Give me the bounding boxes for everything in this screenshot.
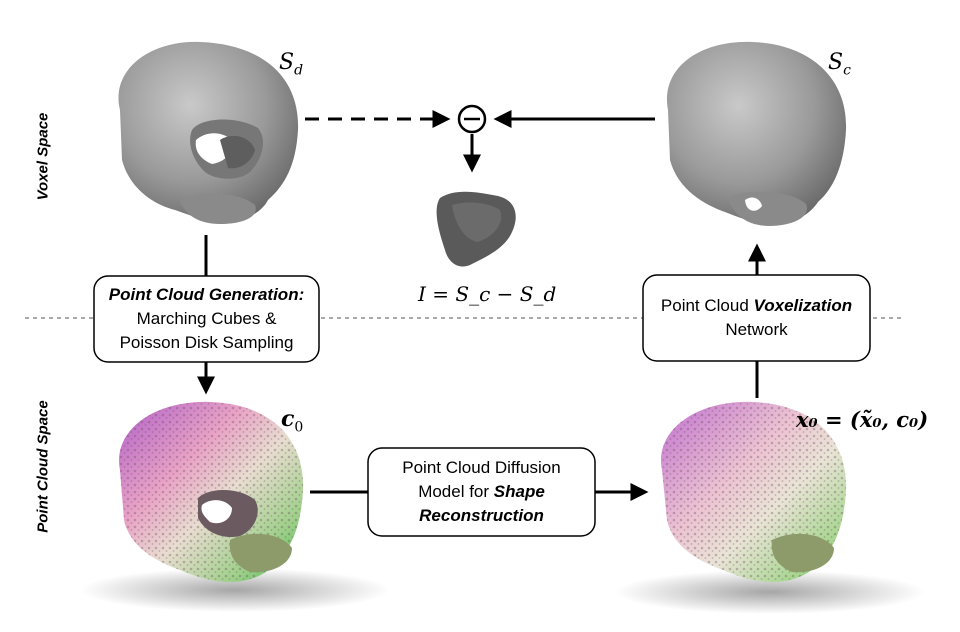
implant-shape <box>436 191 516 267</box>
sc-label: Sc <box>828 50 851 78</box>
diffusion-box-text: Point Cloud Diffusion Model for Shape Re… <box>368 456 595 528</box>
diffusion-prefix: Model for <box>418 482 494 501</box>
sd-sub: d <box>294 62 304 79</box>
diffusion-line1: Point Cloud Diffusion <box>402 458 561 477</box>
defective-skull-voxel <box>118 41 299 224</box>
generation-box <box>93 275 320 363</box>
diffusion-em-reconstruction: Reconstruction <box>419 506 544 525</box>
voxelization-box-text: Point Cloud Voxelization Network <box>643 294 870 342</box>
voxelization-box <box>642 274 871 362</box>
generation-title: Point Cloud Generation: <box>108 285 305 304</box>
sc-sub: c <box>843 62 851 79</box>
c0-label: c0 <box>281 406 303 435</box>
sd-label: Sd <box>279 50 303 78</box>
generation-line1: Marching Cubes & <box>136 309 277 328</box>
implant-equation: I = S_c − S_d <box>418 282 557 306</box>
point-cloud-space-label: Point Cloud Space <box>34 400 52 533</box>
sc-main: S <box>828 50 844 75</box>
sd-main: S <box>279 50 295 75</box>
voxelization-prefix: Point Cloud <box>660 296 754 315</box>
diffusion-box <box>367 447 596 537</box>
c0-sub: 0 <box>294 419 304 436</box>
c0-main: c <box>281 406 295 432</box>
diffusion-em-shape: Shape <box>493 482 545 501</box>
defective-skull-pointcloud <box>80 401 390 612</box>
complete-skull-pointcloud <box>615 401 925 614</box>
x0-equation: x₀ = (x̃₀, c₀) <box>796 407 929 432</box>
generation-line2: Poisson Disk Sampling <box>119 333 294 352</box>
voxel-space-label: Voxel Space <box>34 112 52 201</box>
complete-skull-voxel <box>666 41 847 226</box>
generation-box-text: Point Cloud Generation: Marching Cubes &… <box>94 283 319 355</box>
voxelization-line2: Network <box>725 320 788 339</box>
voxelization-em: Voxelization <box>753 296 853 315</box>
